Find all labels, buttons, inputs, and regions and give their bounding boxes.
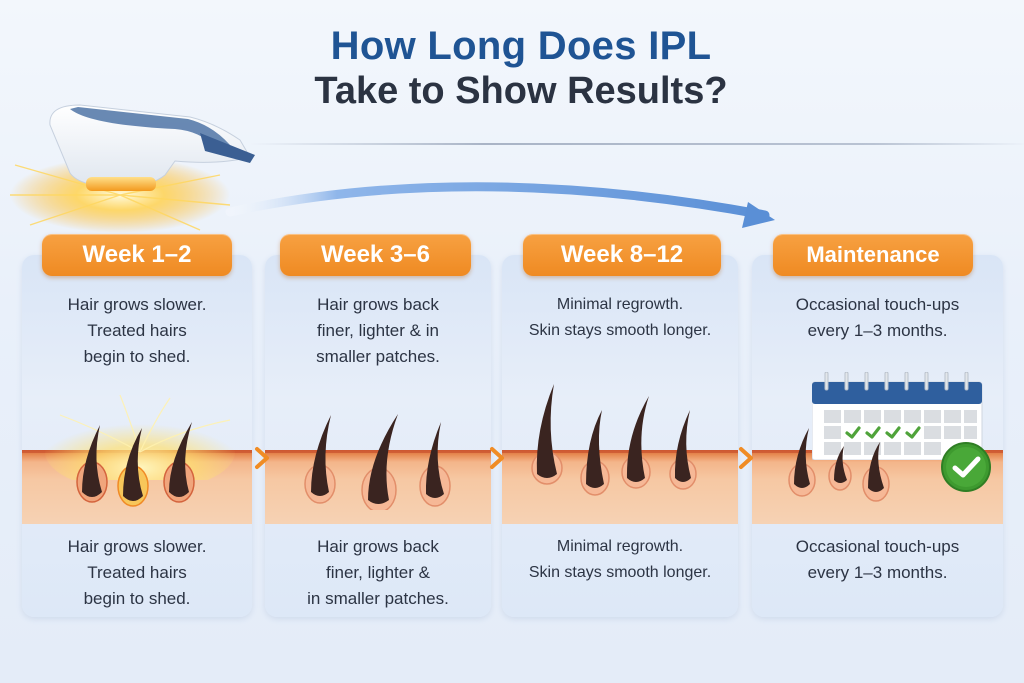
text-line: Minimal regrowth. <box>556 538 684 555</box>
chevron-right-icon <box>739 447 753 469</box>
hair-follicles-illustration <box>531 384 697 496</box>
stage-badge: Maintenance <box>773 234 973 276</box>
chevron-right-icon <box>490 447 504 469</box>
hair-follicles-illustration <box>304 414 451 510</box>
text-line: every 1–3 months. <box>807 563 948 582</box>
check-circle-icon <box>941 442 991 492</box>
stage-description-bottom: Hair grows back finer, lighter & in smal… <box>265 534 491 612</box>
stage-description-bottom: Minimal regrowth. Skin stays smooth long… <box>502 534 738 586</box>
text-line: Hair grows slower. <box>67 537 207 556</box>
stage-description-bottom: Hair grows slower. Treated hairs begin t… <box>22 534 252 612</box>
text-line: finer, lighter & in <box>317 321 439 340</box>
hair-follicles-illustration <box>76 422 195 507</box>
text-line: in smaller patches. <box>307 589 449 608</box>
text-line: Occasional touch-ups <box>795 537 960 556</box>
stage-description-top: Hair grows slower. Treated hairs begin t… <box>22 292 252 370</box>
calendar-icon <box>812 372 983 460</box>
text-line: Occasional touch-ups <box>795 295 960 314</box>
stage-description-top: Hair grows back finer, lighter & in smal… <box>265 292 491 370</box>
text-line: every 1–3 months. <box>807 321 948 340</box>
text-line: Minimal regrowth. <box>556 296 684 313</box>
progress-arrow-icon <box>225 182 775 228</box>
stage-badge: Week 3–6 <box>280 234 471 276</box>
text-line: Hair grows back <box>317 295 439 314</box>
text-line: finer, lighter & <box>326 563 430 582</box>
checkmark-icon <box>845 426 921 439</box>
stage-panel-week-3-6 <box>265 255 491 617</box>
stage-badge: Week 1–2 <box>42 234 232 276</box>
stage-description-top: Minimal regrowth. Skin stays smooth long… <box>502 292 738 344</box>
title-line-1: How Long Does IPL <box>330 24 712 68</box>
stage-badge: Week 8–12 <box>523 234 721 276</box>
text-line: begin to shed. <box>83 589 191 608</box>
text-line: Hair grows back <box>317 537 439 556</box>
text-line: Hair grows slower. <box>67 295 207 314</box>
hair-follicles-illustration <box>788 428 890 502</box>
chevron-right-icon <box>255 447 269 469</box>
text-line: smaller patches. <box>316 347 440 366</box>
text-line: Skin stays smooth longer. <box>528 322 712 339</box>
title-line-2: Take to Show Results? <box>314 70 728 112</box>
text-line: Treated hairs <box>87 321 187 340</box>
text-line: begin to shed. <box>83 347 191 366</box>
stage-description-bottom: Occasional touch-ups every 1–3 months. <box>752 534 1003 586</box>
text-line: Treated hairs <box>87 563 187 582</box>
stage-description-top: Occasional touch-ups every 1–3 months. <box>752 292 1003 344</box>
title-divider <box>250 143 1024 145</box>
text-line: Skin stays smooth longer. <box>528 564 712 581</box>
ipl-device-icon <box>10 104 255 233</box>
title-block: How Long Does IPL Take to Show Results? <box>0 24 1024 114</box>
